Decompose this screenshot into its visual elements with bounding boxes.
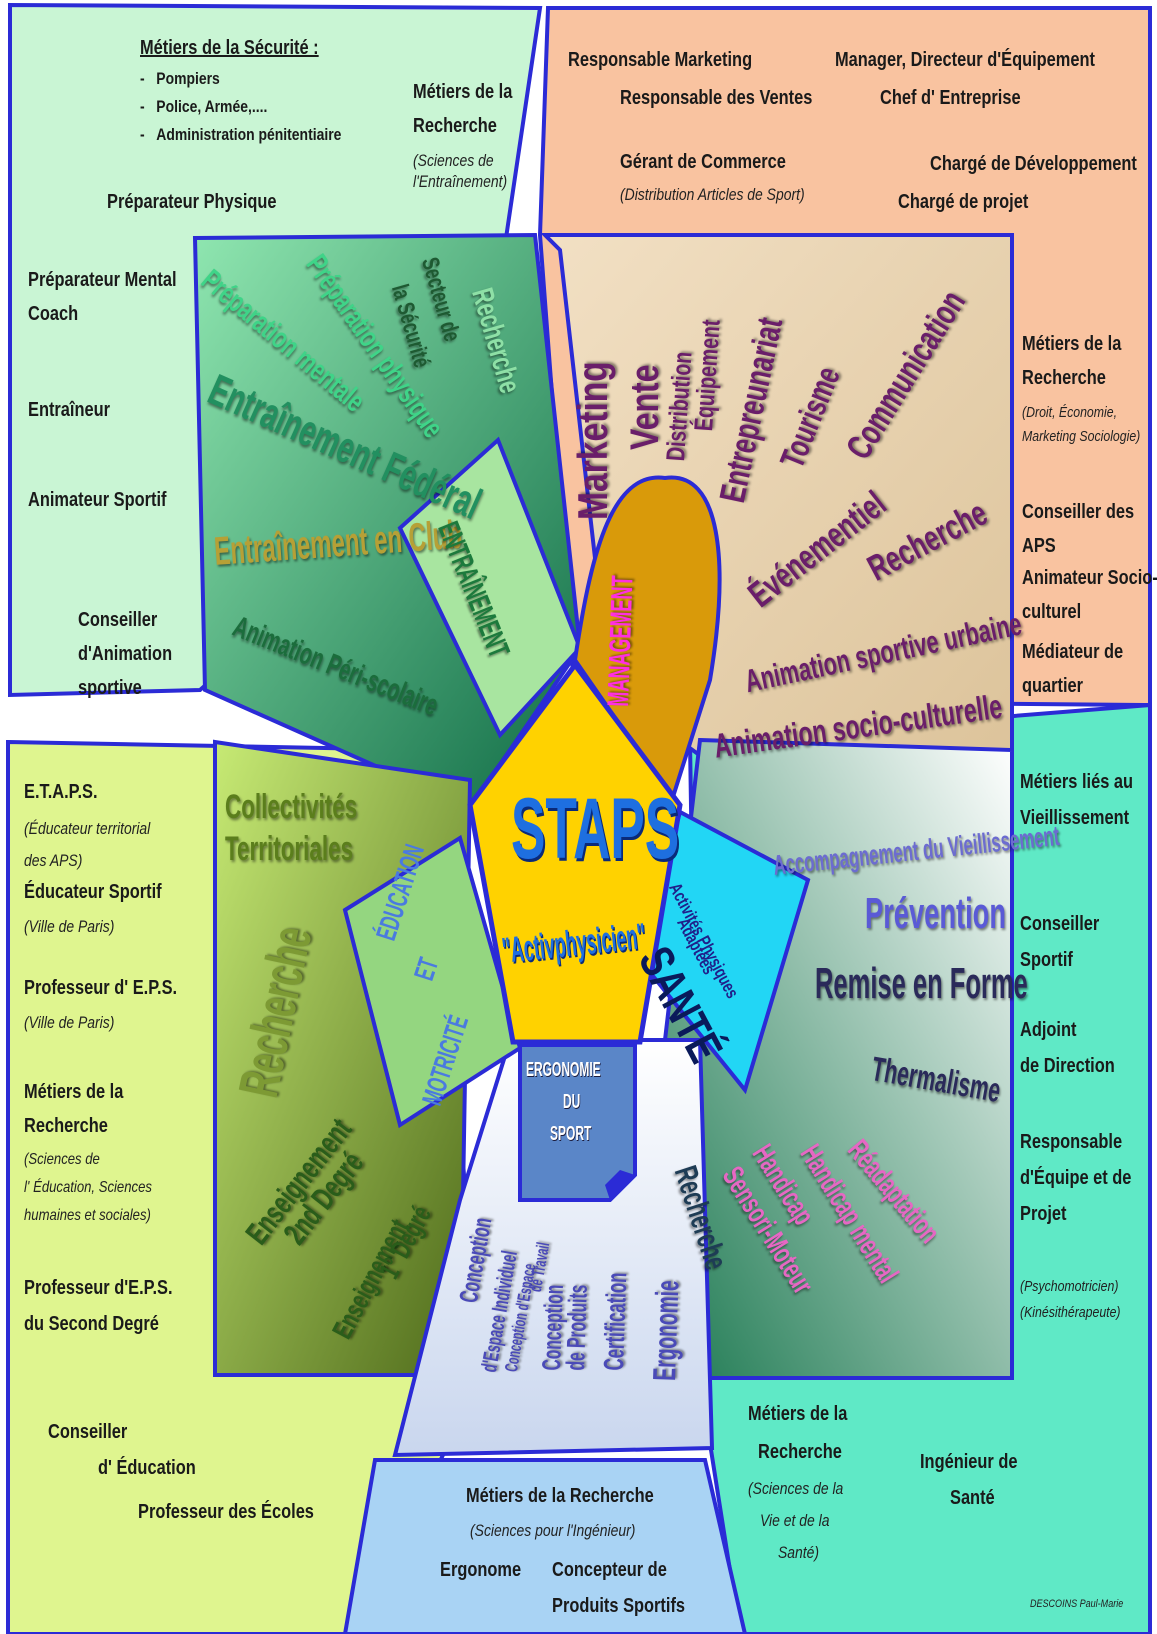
word-vente: Vente	[623, 364, 667, 450]
securite-item: - Pompiers	[140, 69, 220, 88]
educateur-sub: (Ville de Paris)	[24, 917, 115, 936]
region-bottom	[342, 1458, 748, 1634]
ergonomie-label: SPORT	[550, 1123, 592, 1145]
word-collectivites: Collectivités	[225, 788, 358, 826]
prof-eps-sub: (Ville de Paris)	[24, 1013, 115, 1032]
conseiller-education: Conseiller	[48, 1421, 128, 1443]
adjoint-direction: Adjoint	[1020, 1019, 1077, 1041]
conseiller-education: d' Éducation	[98, 1457, 196, 1479]
recherche-droit: Métiers de la	[1022, 333, 1122, 355]
preparateur-physique: Préparateur Physique	[107, 191, 277, 213]
conseiller-aps: APS	[1022, 535, 1056, 557]
concepteur-produits: Produits Sportifs	[552, 1595, 686, 1617]
securite-title: Métiers de la Sécurité :	[140, 37, 319, 59]
recherche-droit-sub: Marketing Sociologie)	[1022, 428, 1141, 445]
ergonome: Ergonome	[440, 1559, 522, 1581]
prof-ecoles: Professeur des Écoles	[138, 1501, 314, 1523]
staps-title: STAPS	[511, 781, 680, 877]
ingenieur-sante: Santé	[950, 1487, 995, 1509]
adjoint-direction: de Direction	[1020, 1055, 1115, 1077]
mediateur: quartier	[1022, 675, 1084, 697]
recherche-education-sub: humaines et sociales)	[24, 1207, 151, 1224]
ergonomie-label: DU	[563, 1091, 581, 1113]
securite-item: - Police, Armée,....	[140, 97, 268, 116]
securite-item: - Administration pénitentiaire	[140, 125, 342, 144]
responsable-equipe: Projet	[1020, 1203, 1067, 1225]
conseiller-animation: sportive	[78, 677, 142, 699]
etaps-sub: des APS)	[24, 851, 83, 870]
word-ergonomie: Ergonomie	[646, 1279, 686, 1382]
mediateur: Médiateur de	[1022, 641, 1124, 663]
charge-dev: Chargé de Développement	[930, 153, 1137, 175]
concepteur-produits: Concepteur de	[552, 1559, 667, 1581]
recherche-sante-sub: (Sciences de la	[748, 1479, 844, 1498]
conseiller-aps: Conseiller des	[1022, 501, 1135, 523]
conseiller-animation: d'Animation	[78, 643, 173, 665]
responsable-equipe: Responsable	[1020, 1131, 1123, 1153]
resp-marketing: Responsable Marketing	[568, 49, 753, 71]
metiers-vieillissement: Vieillissement	[1020, 807, 1130, 829]
recherche-ingenieur: Métiers de la Recherche	[466, 1485, 654, 1507]
wedge-management	[572, 475, 722, 805]
ergonomie-fold	[605, 1170, 635, 1200]
word-prevention: Prévention	[865, 889, 1006, 938]
recherche-ingenieur-sub: (Sciences pour l'Ingénieur)	[470, 1521, 636, 1540]
recherche-droit: Recherche	[1022, 367, 1106, 389]
word-conception-produits: de Produits	[560, 1284, 593, 1371]
psychomotricien: (Psychomotricien)	[1020, 1278, 1119, 1295]
charge-projet: Chargé de projet	[898, 191, 1029, 213]
ingenieur-sante: Ingénieur de	[920, 1451, 1018, 1473]
metiers-vieillissement: Métiers liés au	[1020, 771, 1134, 793]
conseiller-sportif: Conseiller	[1020, 913, 1100, 935]
prof-eps: Professeur d' E.P.S.	[24, 977, 178, 999]
author-credit: DESCOINS Paul-Marie	[1030, 1598, 1124, 1610]
gerant-sub: (Distribution Articles de Sport)	[620, 185, 805, 204]
recherche-sub: (Sciences de l'Entraînement)	[413, 151, 508, 192]
word-equipement: Équipement	[688, 318, 726, 432]
recherche-sante-sub: Vie et de la	[760, 1511, 830, 1530]
animateur-sportif: Animateur Sportif	[28, 489, 167, 511]
gerant: Gérant de Commerce	[620, 151, 786, 173]
etaps: E.T.A.P.S.	[24, 781, 98, 803]
animateur-socio: culturel	[1022, 601, 1082, 623]
recherche-education: Recherche	[24, 1115, 108, 1137]
word-marketing: Marketing	[569, 361, 616, 520]
conseiller-animation: Conseiller	[78, 609, 158, 631]
recherche-droit-sub: (Droit, Économie,	[1022, 404, 1118, 421]
ergonomie-label: ERGONOMIE	[526, 1059, 601, 1081]
recherche-education-sub: (Sciences de	[24, 1151, 100, 1168]
coach: Coach	[28, 303, 79, 325]
educateur-sportif: Éducateur Sportif	[24, 881, 162, 903]
prof-second: Professeur d'E.P.S.	[24, 1277, 173, 1299]
resp-ventes: Responsable des Ventes	[620, 87, 813, 109]
entraineur: Entraîneur	[28, 399, 111, 421]
staps-pentagon	[467, 660, 683, 1045]
prep-mental: Préparateur Mental	[28, 269, 177, 291]
chef-entreprise: Chef d' Entreprise	[880, 87, 1021, 109]
word-collectivites: Territoriales	[225, 830, 354, 868]
recherche-sante: Métiers de la	[748, 1403, 848, 1425]
recherche-education: Métiers de la	[24, 1081, 124, 1103]
animateur-socio: Animateur Socio-	[1022, 567, 1157, 589]
manager: Manager, Directeur d'Équipement	[835, 49, 1095, 71]
conseiller-sportif: Sportif	[1020, 949, 1073, 971]
word-remise: Remise en Forme	[815, 959, 1028, 1008]
prof-second: du Second Degré	[24, 1313, 159, 1335]
word-certification: Certification	[598, 1271, 633, 1372]
recherche-sante: Recherche	[758, 1441, 842, 1463]
recherche-line: Recherche	[413, 115, 497, 137]
kinesitherapeute: (Kinésithérapeute)	[1020, 1304, 1121, 1321]
recherche-education-sub: l' Éducation, Sciences	[24, 1179, 152, 1196]
responsable-equipe: d'Équipe et de	[1020, 1167, 1132, 1189]
recherche-title: Métiers de la	[413, 81, 513, 103]
management-label: MANAGEMENT	[602, 575, 640, 708]
recherche-sante-sub: Santé)	[778, 1543, 820, 1562]
etaps-sub: (Éducateur territorial	[24, 819, 151, 838]
